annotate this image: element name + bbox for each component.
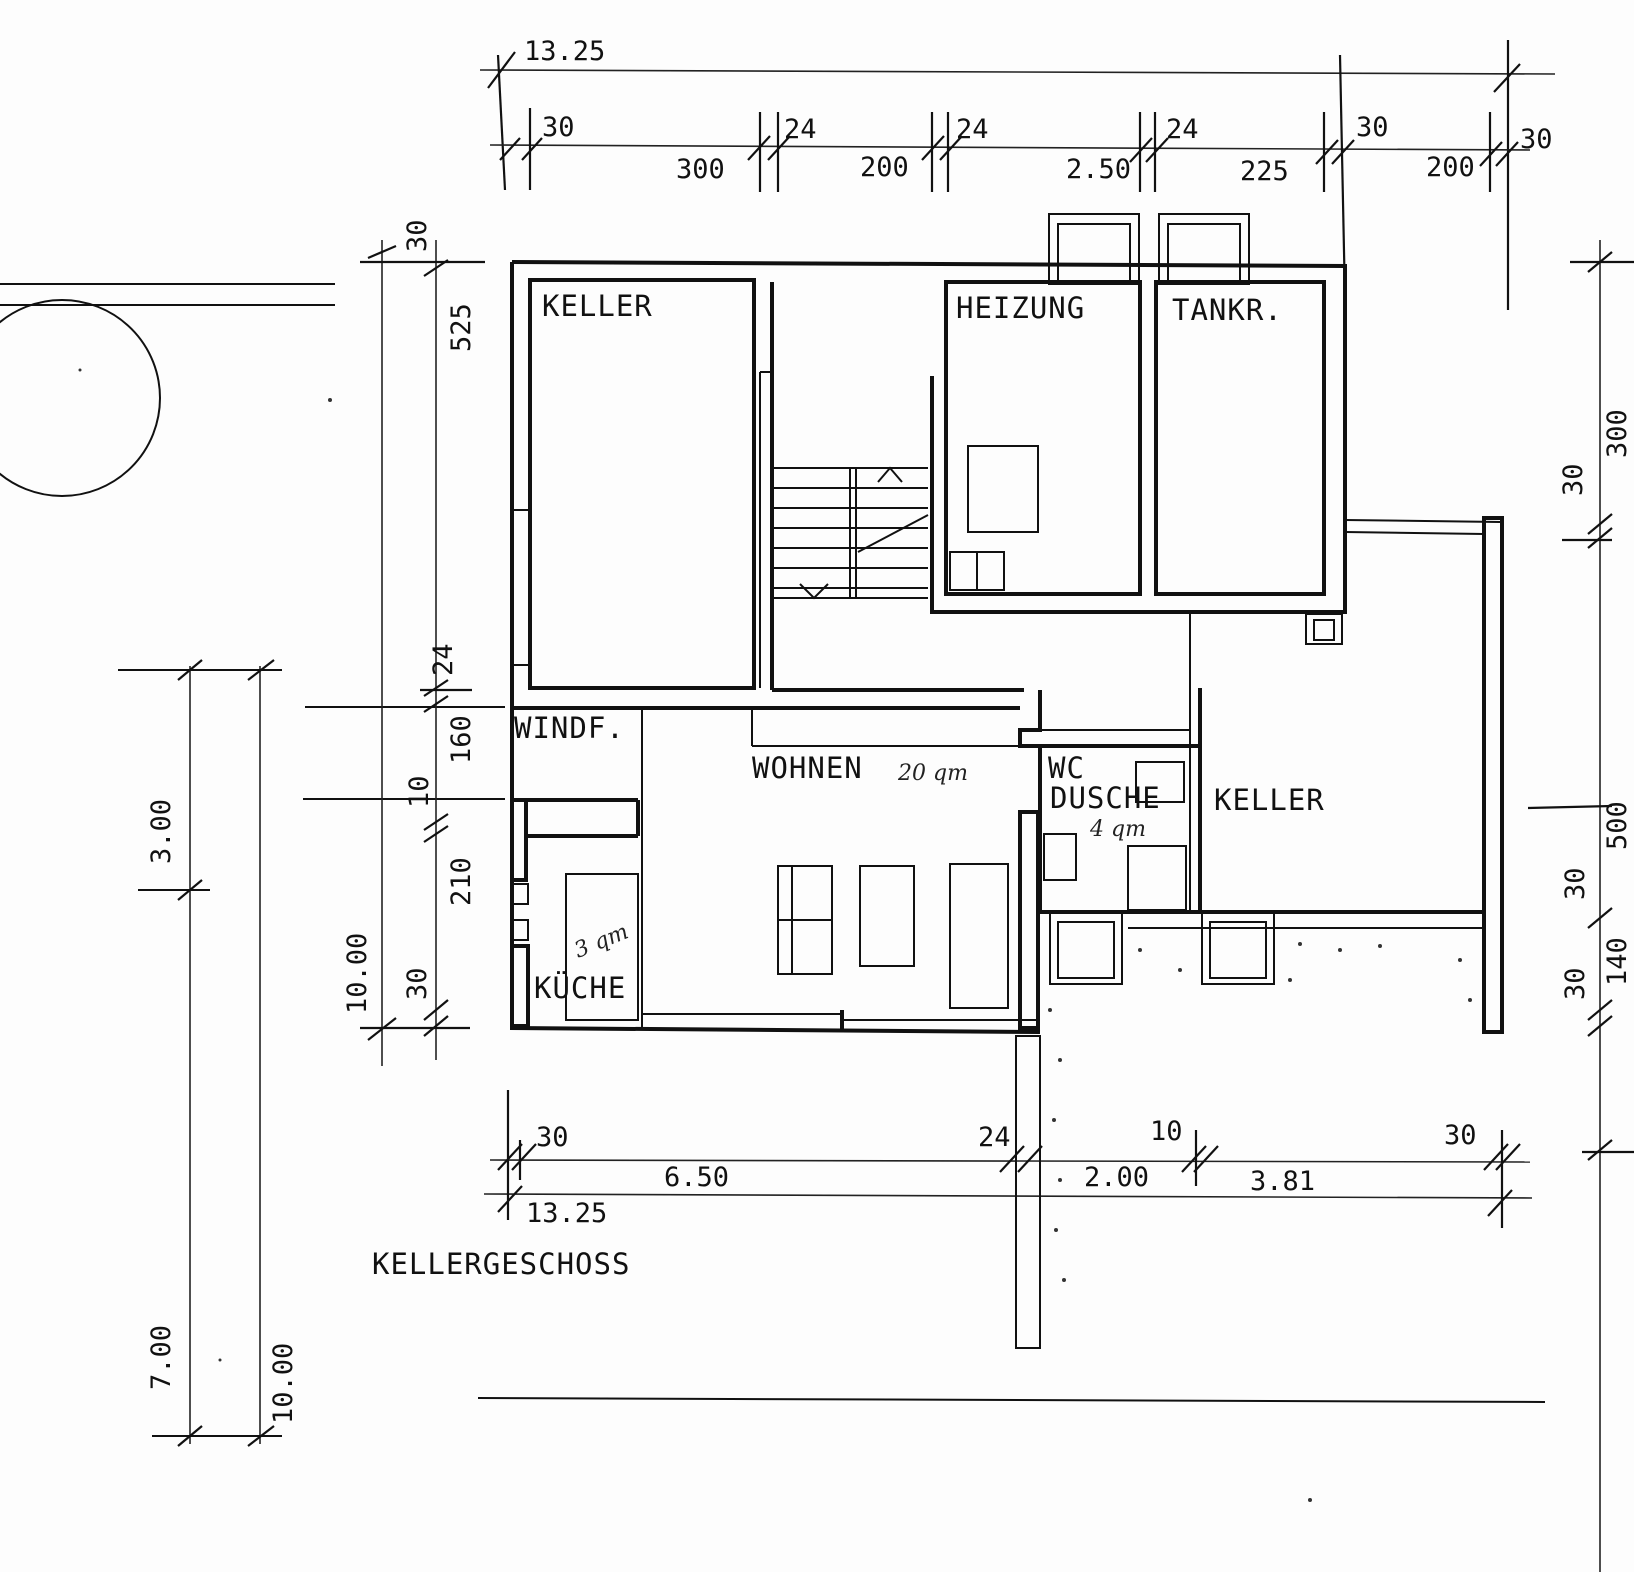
room-area-dusche: 4 qm [1089,817,1146,842]
dim-left-7: 30 [402,967,433,1000]
room-label-dusche: DUSCHE [1050,781,1161,815]
dim-bottom-seg-3: 24 [978,1122,1011,1153]
dim-far-left-3: 10.00 [268,1343,299,1424]
room-label-kueche: KÜCHE [534,971,626,1005]
dim-top-seg-5: 24 [956,114,989,145]
bottom-dimension-lines [483,1090,1533,1228]
dim-left-3: 24 [428,643,459,676]
dim-right-1: 300 [1602,409,1633,458]
dim-top-seg-10: 200 [1426,152,1475,183]
dim-right-6: 30 [1560,967,1591,1000]
dim-bottom-seg-4: 2.00 [1084,1162,1149,1193]
dim-top-seg-8: 225 [1240,156,1289,187]
dim-left-5: 10 [404,775,435,808]
dim-bottom-seg-7: 30 [1444,1120,1477,1151]
dim-top-seg-11: 30 [1520,124,1553,155]
room-label-keller-1: KELLER [542,289,653,323]
dim-left-4: 160 [446,715,477,764]
dim-bottom-seg-2: 6.50 [664,1162,729,1193]
top-dimension-lines [479,40,1556,310]
plan-title: KELLERGESCHOSS [372,1247,630,1281]
dim-right-3: 500 [1602,801,1633,850]
room-area-kueche: 3 qm [571,919,632,963]
dim-top-seg-7: 24 [1166,114,1199,145]
room-label-keller-2: KELLER [1214,783,1325,817]
dim-bottom-overall: 13.25 [526,1198,607,1229]
boiler [967,445,1039,533]
dim-right-5: 140 [1602,937,1633,986]
room-label-wohnen: WOHNEN [752,751,863,785]
dim-top-seg-3: 24 [784,114,817,145]
dim-top-seg-4: 200 [860,152,909,183]
dim-far-left-2: 7.00 [146,1325,177,1390]
dim-bottom-seg-6: 3.81 [1250,1166,1315,1197]
dim-top-seg-2: 300 [676,154,725,185]
dim-left-overall: 10.00 [342,933,373,1014]
site-context [0,283,1546,1403]
gravel-dots [78,368,1472,1502]
dim-top-seg-1: 30 [542,112,575,143]
room-area-wohnen: 20 qm [897,761,968,786]
room-label-heizung: HEIZUNG [956,291,1085,325]
dim-left-2: 525 [446,303,477,352]
room-label-wc: WC [1048,751,1085,785]
dim-far-left-1: 3.00 [146,799,177,864]
dim-right-4: 30 [1560,867,1591,900]
dim-left-6: 210 [446,857,477,906]
dim-left-1: 30 [402,219,433,252]
dim-bottom-seg-1: 30 [536,1122,569,1153]
dim-bottom-seg-5: 10 [1150,1116,1183,1147]
room-label-tankraum: TANKR. [1172,293,1283,327]
building-walls [510,213,1504,1349]
dim-top-overall: 13.25 [524,36,605,67]
tree-circle [0,299,161,497]
staircase [774,466,929,600]
dim-top-seg-9: 30 [1356,112,1389,143]
room-label-windfang: WINDF. [514,711,625,745]
dim-right-2: 30 [1558,463,1589,496]
left-dimension-lines [118,240,485,1447]
right-dimension-lines [1527,240,1634,1572]
dim-top-seg-6: 2.50 [1066,154,1131,185]
